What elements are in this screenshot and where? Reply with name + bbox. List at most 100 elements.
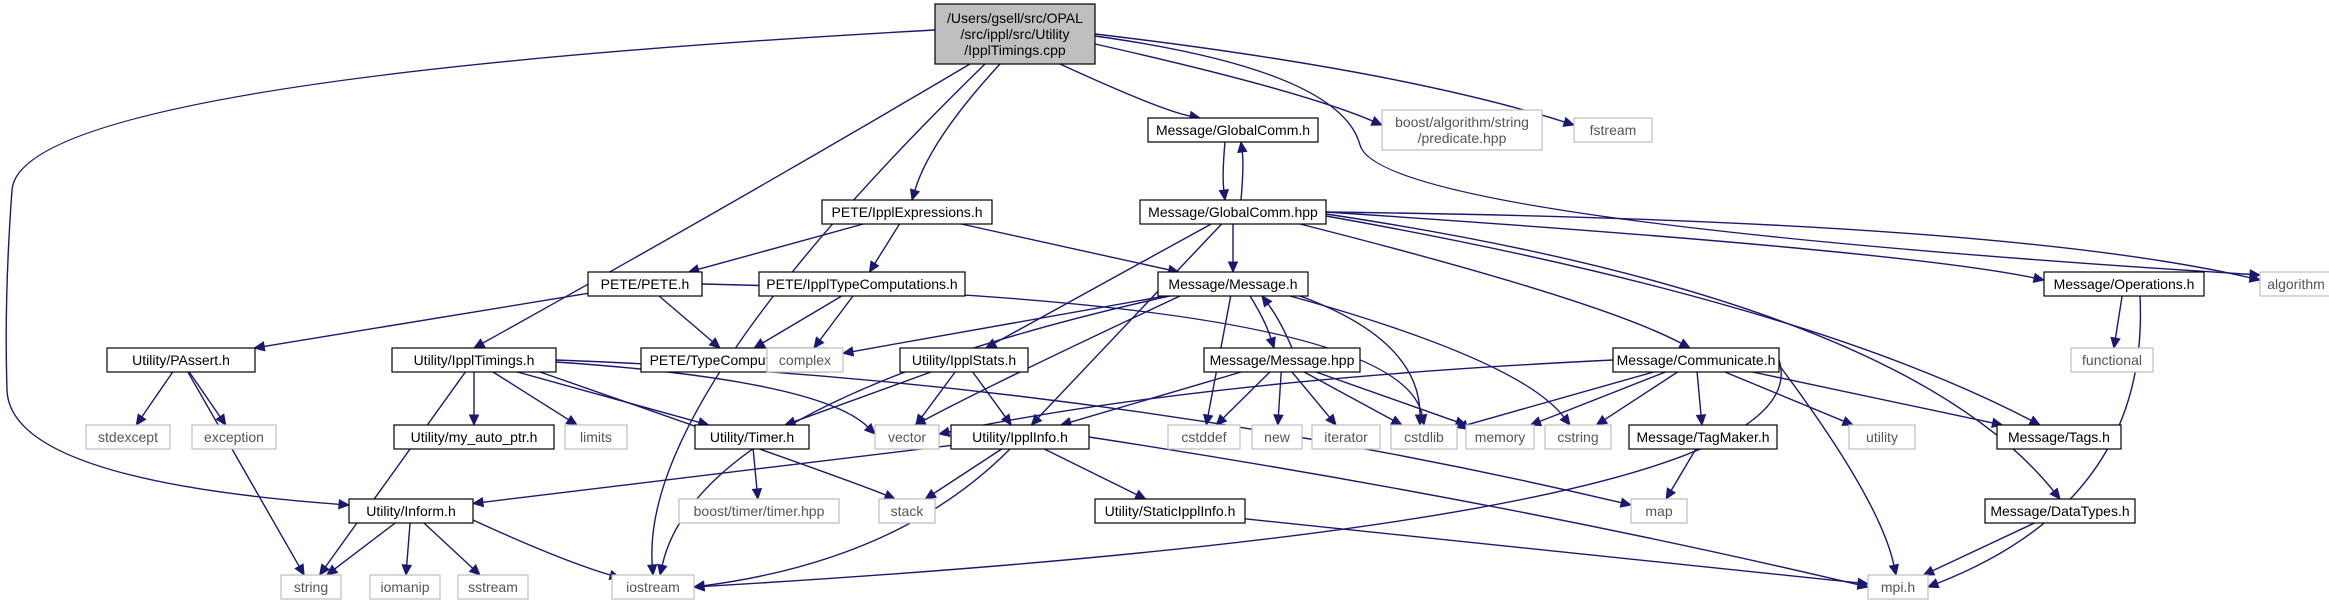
edge-root-to-boost_pred (1094, 43, 1384, 126)
node-ippl_typecomp[interactable]: PETE/IpplTypeComputations.h (758, 271, 966, 297)
node-label: vector (888, 429, 926, 445)
edge-ippltimings_h-to-vector (555, 361, 876, 435)
node-box (1996, 424, 2122, 450)
node-my_auto_ptr[interactable]: Utility/my_auto_ptr.h (393, 424, 555, 450)
node-box (457, 574, 529, 600)
node-label: iomanip (380, 579, 429, 595)
arrowhead-icon (841, 346, 855, 357)
edge-line (492, 371, 569, 421)
node-box (678, 498, 840, 524)
edge-ipplinfo-to-static_ipplinfo (1044, 448, 1147, 500)
edge-line (933, 448, 1003, 495)
node-box (1094, 498, 1246, 524)
node-globalcomm_h[interactable]: Message/GlobalComm.h (1147, 117, 1319, 143)
edge-inform-to-iomanip (401, 522, 413, 577)
node-ippltimings_h[interactable]: Utility/IpplTimings.h (391, 347, 557, 373)
node-globalcomm_hpp[interactable]: Message/GlobalComm.hpp (1139, 199, 1327, 225)
node-box (694, 424, 810, 450)
node-box (1311, 424, 1381, 450)
node-cstring: cstring (1544, 424, 1612, 450)
node-tagmaker[interactable]: Message/TagMaker.h (1628, 424, 1778, 450)
edge-ipplstats-to-timer_h (783, 371, 932, 427)
node-exception: exception (191, 424, 277, 450)
node-box (950, 424, 1090, 450)
node-boost_timer: boost/timer/timer.hpp (678, 498, 840, 524)
node-label: stack (891, 503, 925, 519)
arrowhead-icon (471, 496, 485, 508)
node-ippl_expr[interactable]: PETE/IpplExpressions.h (821, 199, 993, 225)
edge-line (1059, 63, 1191, 117)
node-message_h[interactable]: Message/Message.h (1157, 271, 1309, 297)
arrowhead-icon (1619, 497, 1633, 508)
arrowhead-icon (1227, 261, 1239, 274)
node-box (1147, 117, 1319, 143)
edge-ippl_expr-to-message_h (961, 223, 1180, 275)
edge-line (1222, 141, 1226, 191)
arrowhead-icon (1841, 416, 1855, 426)
edge-line (1240, 151, 1244, 201)
arrowhead-icon (1325, 413, 1337, 426)
node-label: cstddef (1181, 429, 1226, 445)
node-label: Message/TagMaker.h (1636, 429, 1769, 445)
node-communicate[interactable]: Message/Communicate.h (1612, 347, 1780, 373)
node-label: Message/Message.h (1168, 276, 1297, 292)
arrowhead-icon (1218, 188, 1229, 202)
edge-line (264, 292, 589, 348)
node-string: string (280, 574, 342, 600)
node-pete_h[interactable]: PETE/PETE.h (587, 271, 703, 297)
node-root[interactable]: /Users/gsell/src/OPAL/src/ippl/src/Utili… (934, 3, 1096, 65)
node-ipplstats[interactable]: Utility/IpplStats.h (899, 347, 1029, 373)
node-inform[interactable]: Utility/Inform.h (348, 498, 474, 524)
node-label: mpi.h (1881, 579, 1915, 595)
arrowhead-icon (1237, 140, 1248, 154)
edge-layer (5, 29, 2262, 592)
node-ipplinfo[interactable]: Utility/IpplInfo.h (950, 424, 1090, 450)
edge-operations_h-to-functional (2110, 295, 2123, 350)
edge-message_h-to-complex (841, 295, 1166, 357)
edge-message_hpp-to-new (1273, 371, 1284, 427)
node-label: PETE/IpplTypeComputations.h (766, 276, 957, 292)
node-label: complex (779, 352, 831, 368)
node-label: algorithm (2267, 276, 2325, 292)
edge-globalcomm_hpp-to-ipplinfo (1030, 223, 1223, 426)
node-label: exception (204, 429, 264, 445)
arrowhead-icon (325, 564, 339, 576)
edge-line (188, 371, 221, 418)
node-box (2070, 347, 2154, 373)
edge-root-to-algorithm (1094, 35, 2262, 280)
node-tags_h[interactable]: Message/Tags.h (1996, 424, 2122, 450)
arrowhead-icon (863, 422, 876, 435)
edge-line (698, 223, 864, 271)
node-datatypes[interactable]: Message/DataTypes.h (1984, 498, 2136, 524)
node-iomanip: iomanip (369, 574, 441, 600)
node-stdexcept: stdexcept (85, 424, 171, 450)
node-message_hpp[interactable]: Message/Message.hpp (1203, 347, 1361, 373)
node-box (899, 347, 1029, 373)
edge-ippltimings_h-to-my_auto_ptr (468, 372, 480, 427)
arrowhead-icon (646, 564, 658, 577)
edge-communicate-to-tagmaker (1695, 371, 1707, 427)
edge-line (324, 371, 466, 568)
edge-root-to-inform (5, 29, 936, 510)
node-iterator: iterator (1311, 424, 1381, 450)
edge-line (1088, 436, 1859, 586)
node-label: Utility/my_auto_ptr.h (411, 429, 538, 445)
edge-line (1094, 33, 1565, 123)
edge-globalcomm_hpp-to-operations_h (1325, 211, 2046, 284)
arrowhead-icon (909, 188, 921, 202)
node-label: Utility/PAssert.h (132, 352, 230, 368)
node-static_ipplinfo[interactable]: Utility/StaticIpplInfo.h (1094, 498, 1246, 524)
edge-line (141, 371, 174, 418)
edge-ipplinfo-to-stack (924, 448, 1003, 500)
node-label: /src/ippl/src/Utility (961, 26, 1070, 42)
node-operations_h[interactable]: Message/Operations.h (2043, 271, 2205, 297)
arrowhead-icon (883, 490, 897, 500)
node-box (85, 424, 171, 450)
node-new: new (1251, 424, 1303, 450)
node-passert[interactable]: Utility/PAssert.h (106, 347, 256, 373)
edge-line (1244, 518, 1859, 584)
node-timer_h[interactable]: Utility/Timer.h (694, 424, 810, 450)
edge-globalcomm_hpp-to-globalcomm_h (1237, 140, 1248, 201)
edge-inform-to-string (325, 522, 396, 576)
edge-line (1303, 371, 1394, 421)
